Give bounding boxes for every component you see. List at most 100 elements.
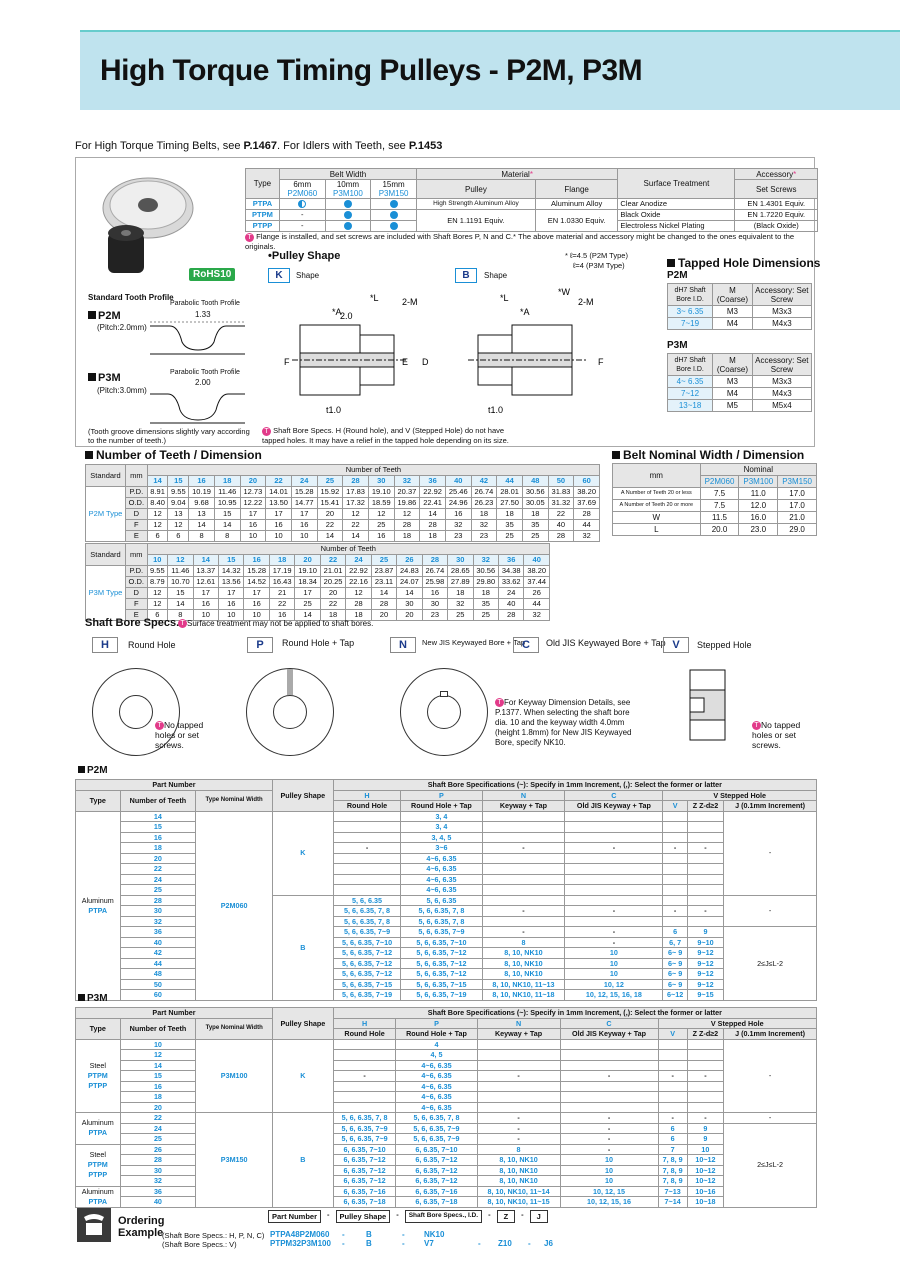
bore-value	[481, 873, 566, 885]
bore-value: 7, 8, 9	[657, 1175, 688, 1187]
dim-value: 30.56	[472, 565, 500, 577]
teeth-number: 36	[119, 926, 197, 938]
ell-note-2: ℓ=4 (P3M Type)	[573, 261, 625, 270]
bore-value: 10, 12, 15, 16	[559, 1196, 659, 1208]
dim-value: 18	[496, 508, 523, 520]
dim-value: 25	[294, 598, 321, 610]
ptpm-pulley: EN 1.1191 Equiv.	[415, 209, 536, 232]
bore-value: 6~ 9	[662, 947, 688, 959]
ptpa-w10	[324, 198, 372, 210]
pulley-shape: K	[271, 810, 334, 896]
dim-value: 17.19	[268, 565, 296, 577]
bore-value: 5, 6, 6.35	[400, 894, 483, 906]
dim-value: 32	[573, 530, 600, 542]
dim-value: 10	[239, 530, 267, 542]
col-belt-width: Belt Width	[278, 168, 417, 180]
bore-value: 5, 6, 6.35, 7, 8	[332, 1112, 397, 1124]
bw-mm: mm	[612, 463, 701, 488]
bore-n-label: New JIS Keywayed Bore + Tap	[422, 638, 526, 647]
teeth-count: 30	[367, 475, 395, 487]
pulley-shape: B	[271, 1112, 334, 1208]
bw-val: 7.5	[699, 487, 740, 500]
bore-col-v: V Stepped Hole	[657, 1017, 818, 1029]
dim-value: 30	[396, 598, 423, 610]
bore-value: 6	[657, 1133, 688, 1145]
ref-link-1453[interactable]: P.1453	[408, 140, 443, 152]
ptpp-acc: (Black Oxide)	[734, 220, 818, 232]
dim-value: 18	[393, 530, 421, 542]
col-material: Material*	[415, 168, 619, 180]
dim-value: 22	[547, 508, 575, 520]
title-banner: High Torque Timing Pulleys - P2M, P3M	[80, 30, 900, 110]
dim-value: 6	[146, 530, 169, 542]
bore-value: 6	[662, 926, 688, 938]
w15-mm: 15mm	[382, 180, 405, 189]
bore-value	[564, 884, 664, 896]
bore-value: -	[564, 905, 664, 917]
nominal-header: Type Nominal Width	[195, 789, 273, 812]
teeth-count: 24	[345, 554, 372, 566]
stepped-hole-drawing-icon	[689, 669, 726, 741]
dim-value: 35	[521, 519, 549, 531]
tap-bore: 3~ 6.35	[666, 305, 714, 318]
bore-value: 10, 12	[564, 978, 664, 990]
dim-value: 14	[342, 530, 369, 542]
bore-value: 9~15	[686, 989, 725, 1001]
bore-c-label: Old JIS Keywayed Bore + Tap	[546, 638, 666, 648]
bw-code: P3M150	[777, 475, 817, 488]
p3m-label-text: P3M	[98, 372, 121, 384]
w15-code: P3M150	[378, 189, 409, 198]
no-tap-text-v: No tapped holes or set screws.	[752, 720, 801, 751]
bw-val: 7.5	[699, 499, 740, 512]
bore-col-c: C	[559, 1017, 659, 1029]
dim-value: 14.01	[265, 486, 292, 498]
bore-value: 10~16	[686, 1185, 725, 1197]
bore-value: -	[481, 842, 566, 854]
dim-value: 25	[496, 530, 523, 542]
ordering-head: Pulley Shape	[335, 1210, 391, 1223]
bore-value: -	[476, 1133, 561, 1145]
bore-value	[662, 810, 688, 822]
bore-value	[686, 894, 725, 906]
teeth-count: 12	[167, 554, 194, 566]
dim-value: 14	[396, 587, 423, 599]
bore-sub-j: J (0.1mm Increment)	[723, 800, 817, 812]
bore-value: -	[332, 1070, 397, 1082]
bore-value	[332, 821, 402, 833]
pulley-shape: B	[271, 894, 334, 1001]
bore-value	[686, 831, 725, 843]
bore-value: 5, 6, 6.35, 7, 8	[332, 915, 402, 927]
dim-value: 12	[146, 598, 169, 610]
shape-b-badge: B	[455, 268, 477, 283]
dim-value: 6	[167, 530, 190, 542]
ref-link-1467[interactable]: P.1467	[243, 140, 277, 152]
dim-value: 8.79	[146, 576, 169, 588]
bw-row-key: W	[612, 511, 701, 524]
bore-h-label: Round Hole	[128, 640, 176, 650]
bore-value: 3, 4	[400, 810, 483, 822]
bore-value: 6~12	[662, 989, 688, 1001]
type-header: Type	[75, 1017, 121, 1040]
dim-value: 17	[239, 508, 267, 520]
bore-value	[686, 810, 725, 822]
bore-col-n: N	[481, 789, 566, 801]
bore-value	[662, 863, 688, 875]
pink-mark-icon: T	[178, 619, 187, 629]
bore-value: 5, 6, 6.35, 7~19	[400, 989, 483, 1001]
dim-value: 20	[396, 609, 423, 621]
teeth-number: 28	[119, 894, 197, 906]
svg-text:*A: *A	[520, 307, 530, 317]
dim-value: 10.95	[213, 497, 241, 509]
bore-value: 6, 6.35, 7~18	[332, 1196, 397, 1208]
pulley-shape-header: Pulley Shape	[271, 779, 334, 812]
bore-c-badge: C	[513, 637, 539, 653]
ptpa-flange: Aluminum Alloy	[534, 198, 619, 210]
pulley-shape: K	[271, 1038, 334, 1113]
bore-value: 10	[686, 1143, 725, 1155]
bore-value: 5, 6, 6.35, 7~9	[332, 1133, 397, 1145]
bore-value	[657, 1038, 688, 1050]
dim-value: 12	[146, 519, 169, 531]
